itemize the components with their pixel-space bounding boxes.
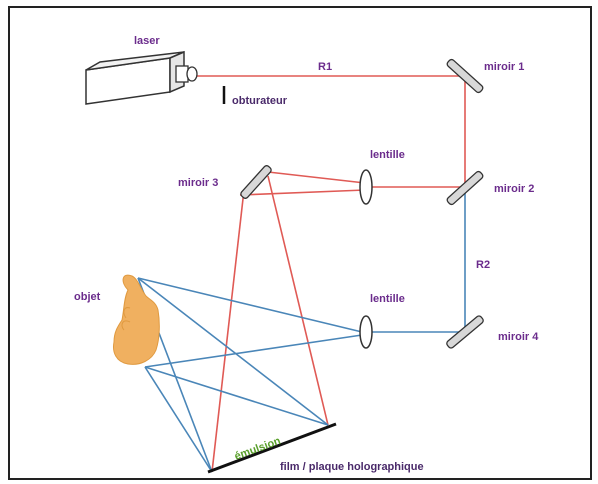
label-miroir3: miroir 3 [178, 177, 218, 189]
label-lentille-bottom: lentille [370, 293, 405, 305]
miroir2-mirror-icon [446, 170, 484, 206]
lentille-bottom-lens-icon [359, 315, 373, 349]
label-objet: objet [74, 291, 101, 303]
beam-objet-to-film-d [144, 366, 329, 426]
laser-device-icon [85, 50, 198, 105]
label-miroir2: miroir 2 [494, 183, 534, 195]
label-film: film / plaque holographique [280, 461, 424, 473]
beam-lentille-to-objet-a [137, 277, 363, 333]
lentille-top-lens-icon [359, 169, 373, 205]
label-lentille-top: lentille [370, 149, 405, 161]
film-plate [207, 422, 337, 474]
label-emulsion: émulsion [233, 435, 283, 463]
label-miroir1: miroir 1 [484, 61, 524, 73]
miroir4-mirror-icon [446, 315, 484, 349]
beam-miroir3-to-film-a [211, 189, 245, 473]
beam-objet-to-film-b [137, 277, 329, 426]
miroir3-mirror-icon [240, 165, 272, 199]
hand-object-icon [113, 274, 160, 365]
beam-lentille-to-miroir3-b [239, 189, 366, 196]
miroir1-mirror-icon [446, 58, 484, 94]
beam-lentille-to-objet-b [144, 334, 363, 368]
label-miroir4: miroir 4 [498, 331, 539, 343]
beam-objet-to-film-c [144, 366, 213, 473]
label-laser: laser [134, 35, 160, 47]
beam-lentille-to-miroir3-a [267, 171, 366, 184]
label-obturateur: obturateur [232, 95, 288, 107]
beam-miroir3-to-film-b [267, 175, 329, 426]
label-r2: R2 [476, 259, 490, 271]
label-r1: R1 [318, 61, 332, 73]
